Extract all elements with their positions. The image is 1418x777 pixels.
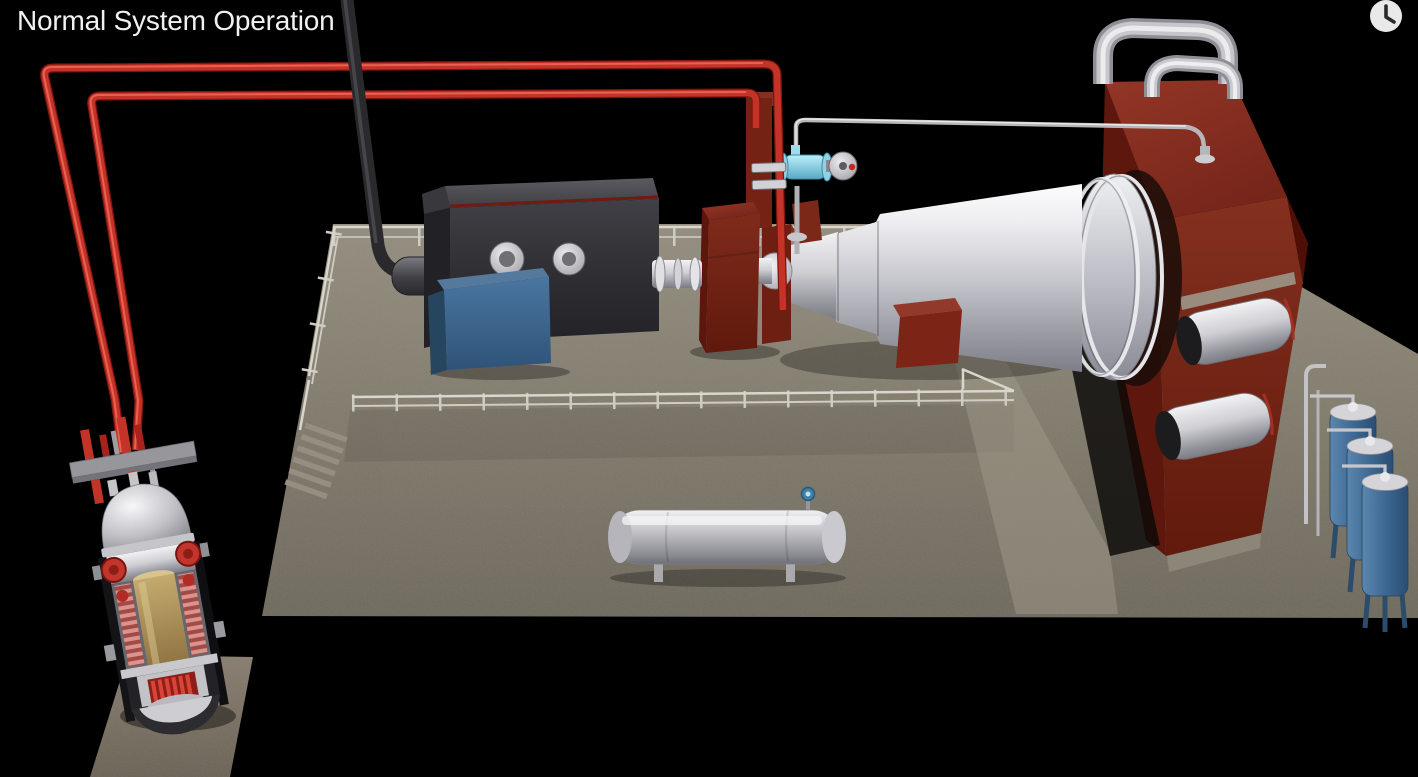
clock-icon bbox=[1370, 0, 1402, 32]
feedwater-storage-tank bbox=[608, 486, 846, 582]
tank-shadow bbox=[610, 569, 846, 587]
steam-nozzle-pipe bbox=[116, 416, 132, 456]
railing-rail bbox=[351, 389, 1015, 399]
railing-rail-corner bbox=[961, 367, 1015, 393]
cone-support-block bbox=[893, 298, 962, 368]
upper-vessel bbox=[104, 541, 198, 585]
containment-shell bbox=[97, 557, 136, 723]
fuel-rod bbox=[157, 679, 165, 700]
instrument-stub bbox=[110, 430, 121, 457]
tank-valve-hub bbox=[805, 491, 811, 497]
vessel-flange bbox=[120, 653, 219, 680]
coolant-storage-tanks bbox=[1304, 364, 1409, 632]
valve-body bbox=[782, 154, 828, 180]
fuel-rod bbox=[178, 675, 186, 697]
vessel-lug bbox=[213, 620, 227, 639]
tank-highlight bbox=[622, 516, 822, 525]
condenser-building bbox=[1093, 17, 1308, 572]
pipe-clamps bbox=[751, 161, 787, 191]
stair-handrail bbox=[298, 379, 311, 431]
steam-turbine-cone bbox=[836, 184, 1082, 372]
generator-shaft bbox=[652, 255, 702, 293]
condenser-right-sliver bbox=[1287, 197, 1308, 282]
dome-nozzle bbox=[148, 471, 159, 488]
fuel-rod bbox=[150, 680, 159, 701]
reactor-module-cutaway bbox=[69, 416, 229, 735]
access-stairs bbox=[282, 379, 348, 506]
stair-steps bbox=[282, 422, 348, 506]
dome-nozzle bbox=[107, 479, 119, 497]
tank-leg bbox=[786, 556, 795, 582]
vessel-bottom-cap bbox=[139, 695, 213, 723]
reactor-dome bbox=[101, 483, 192, 551]
condenser-port-lower bbox=[1155, 392, 1274, 461]
roof-pipe-flange bbox=[1195, 154, 1215, 164]
actuator-handle bbox=[848, 163, 856, 171]
turbine-casing bbox=[836, 184, 1082, 372]
platform-edge bbox=[72, 455, 198, 484]
cooler-side bbox=[428, 290, 447, 375]
vessel-lug bbox=[91, 565, 103, 581]
condenser-side-shadow bbox=[1064, 330, 1160, 556]
central-riser bbox=[132, 573, 190, 670]
pedestal-seam bbox=[706, 251, 759, 259]
steam-nozzle-pipe bbox=[90, 478, 104, 505]
steam-bypass-line bbox=[787, 117, 1208, 254]
steam-nozzle-pipe bbox=[99, 434, 111, 460]
primary-steam-lines bbox=[40, 59, 788, 454]
tank-rack-pipe bbox=[1304, 364, 1326, 524]
generator-boss-hub bbox=[499, 251, 515, 267]
shell-bottom bbox=[131, 694, 220, 735]
generator-unit bbox=[422, 178, 659, 348]
railing-rail-left bbox=[311, 235, 339, 385]
actuator-hub bbox=[839, 162, 847, 170]
tank-seam bbox=[785, 510, 789, 562]
steam-nozzle-pipe bbox=[133, 424, 146, 453]
cooler-top bbox=[437, 268, 549, 290]
watch-later-button[interactable] bbox=[1367, 0, 1405, 35]
pedestal-front bbox=[706, 214, 760, 353]
turbine-inlet-cone bbox=[788, 232, 838, 320]
blue-tank bbox=[1342, 464, 1409, 632]
pedestal-front-top bbox=[702, 202, 760, 220]
tank-end-cap bbox=[822, 511, 846, 563]
riser-highlight bbox=[138, 581, 161, 667]
valve-stem bbox=[791, 145, 800, 155]
valve-wheel bbox=[182, 574, 195, 587]
generator-cooling-skid bbox=[428, 268, 551, 375]
generator-boss-hub bbox=[562, 252, 576, 266]
vessel-lug bbox=[103, 644, 117, 662]
safety-valve-hub bbox=[108, 564, 119, 575]
generator-roof-left bbox=[422, 186, 450, 214]
steam-generator-coils bbox=[114, 583, 145, 667]
steam-nozzle-pipe bbox=[80, 429, 95, 463]
safety-valve-hub bbox=[183, 548, 194, 559]
condenser-apron bbox=[950, 336, 1118, 614]
generator-red-stripe bbox=[449, 195, 659, 208]
vessel-flange bbox=[101, 532, 195, 558]
steam-generator-coils bbox=[177, 572, 208, 656]
vessel-lug bbox=[199, 542, 210, 558]
condenser-ledge bbox=[1180, 272, 1296, 310]
condenser-roof-u-pipes bbox=[1093, 17, 1243, 99]
valve-wheel bbox=[116, 589, 129, 602]
steam-bypass-valve bbox=[777, 145, 858, 182]
condenser-port-upper bbox=[1176, 297, 1295, 366]
fuel-rod bbox=[164, 678, 172, 699]
fuel-rod bbox=[185, 674, 193, 695]
railing-rail-left bbox=[307, 225, 337, 377]
video-title: Normal System Operation bbox=[17, 5, 335, 36]
deck-front-shade bbox=[344, 404, 1014, 462]
pedestal-front-side bbox=[699, 208, 709, 353]
railing-rail bbox=[351, 399, 1015, 407]
tank-leg bbox=[654, 558, 663, 582]
cooler-front bbox=[444, 277, 551, 370]
fuel-rod bbox=[171, 676, 179, 698]
condenser-base-strip bbox=[1167, 533, 1261, 572]
deck-railing-front bbox=[351, 367, 1015, 412]
containment-shell bbox=[191, 540, 229, 706]
